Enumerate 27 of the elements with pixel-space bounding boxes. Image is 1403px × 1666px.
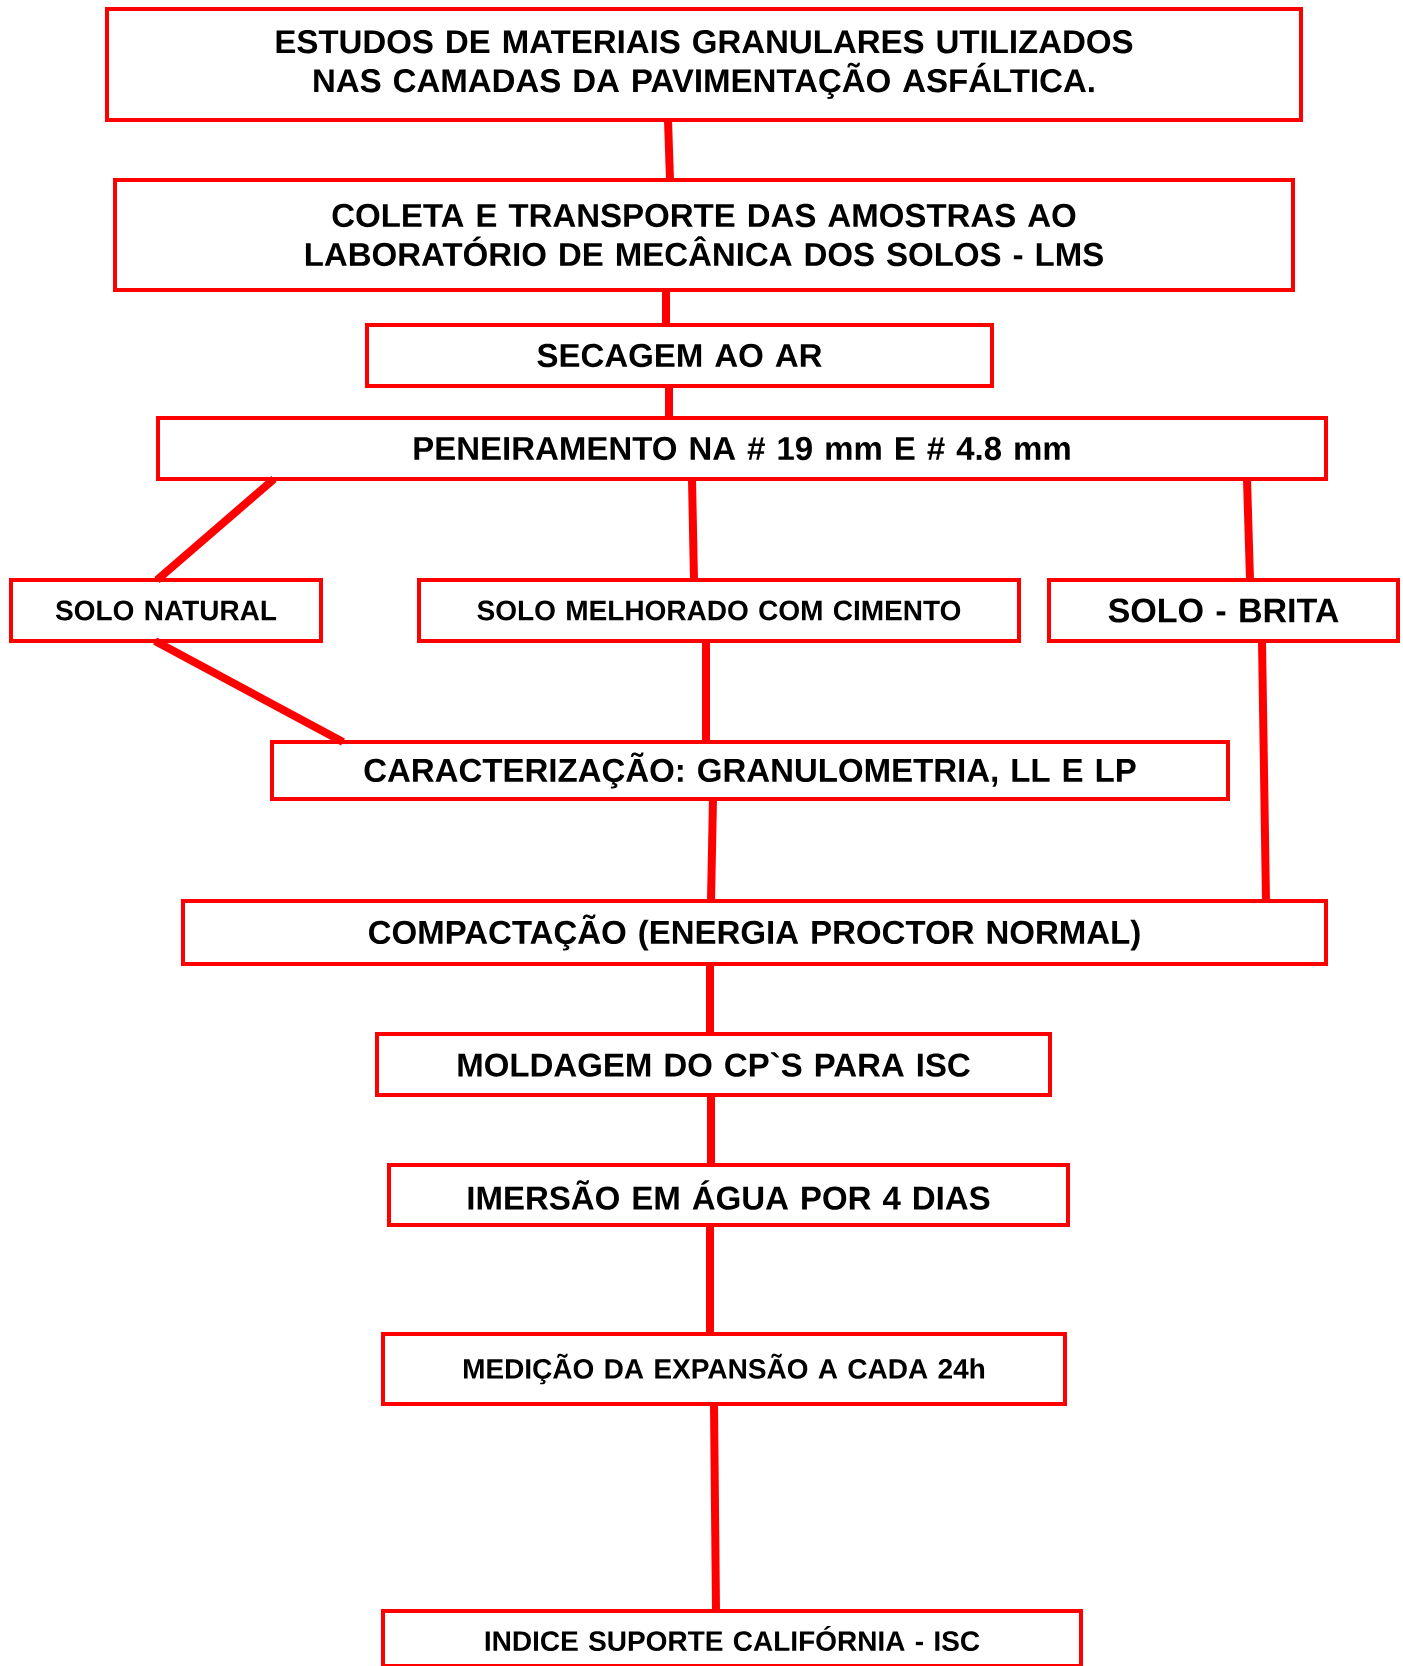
process-box: MOLDAGEM DO CP`S PARA ISC	[375, 1032, 1052, 1097]
connector-line	[702, 641, 710, 742]
process-box: SOLO - BRITA	[1047, 578, 1400, 643]
connector-line	[1258, 640, 1270, 902]
process-box: IMERSÃO EM ÁGUA POR 4 DIAS	[387, 1163, 1070, 1227]
process-box: SOLO MELHORADO COM CIMENTO	[417, 578, 1021, 643]
process-box: ESTUDOS DE MATERIAIS GRANULARES UTILIZADOS NAS CAMADAS DA PAVIMENTAÇÃO ASFÁLTICA.	[105, 7, 1303, 122]
process-box: INDICE SUPORTE CALIFÓRNIA - ISC	[381, 1609, 1083, 1666]
connector-line	[706, 964, 714, 1034]
connector-line	[688, 478, 698, 581]
process-box: MEDIÇÃO DA EXPANSÃO A CADA 24h	[381, 1332, 1067, 1406]
connector-line	[707, 1095, 715, 1165]
connector-line	[710, 1403, 720, 1612]
connector-line	[664, 119, 674, 181]
process-box: SOLO NATURAL	[9, 578, 323, 643]
connector-line	[707, 798, 717, 902]
process-box: PENEIRAMENTO NA # 19 mm E # 4.8 mm	[156, 416, 1328, 481]
connector-line	[154, 475, 277, 583]
process-box: SECAGEM AO AR	[365, 323, 994, 388]
process-box: CARACTERIZAÇÃO: GRANULOMETRIA, LL E LP	[270, 740, 1230, 801]
connector-line	[153, 637, 345, 746]
connector-line	[665, 386, 673, 418]
connector-line	[706, 1225, 714, 1334]
connector-line	[662, 290, 670, 325]
connector-line	[1243, 478, 1254, 581]
process-box: COLETA E TRANSPORTE DAS AMOSTRAS AO LABORATÓRIO DE MECÂNICA DOS SOLOS - LMS	[113, 178, 1295, 292]
process-box: COMPACTAÇÃO (ENERGIA PROCTOR NORMAL)	[181, 899, 1328, 966]
